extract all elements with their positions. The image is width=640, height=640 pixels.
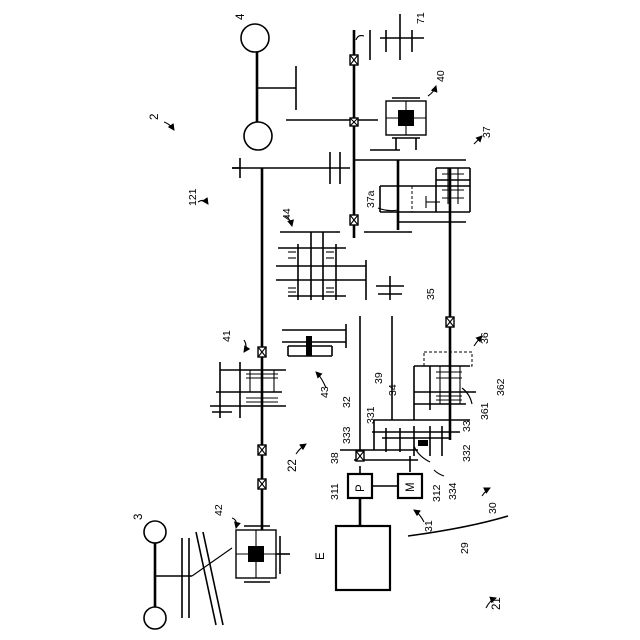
rear-wheel-lower xyxy=(144,607,166,629)
clutch-36 xyxy=(414,352,476,420)
label-35: 35 xyxy=(425,288,437,300)
label-331: 331 xyxy=(365,406,377,424)
label-3: 3 xyxy=(133,514,145,520)
label-34: 34 xyxy=(387,384,399,396)
clutch-37 xyxy=(426,168,470,212)
label-41: 41 xyxy=(221,330,233,342)
label-29: 29 xyxy=(459,542,471,554)
clutch-43 xyxy=(282,324,346,356)
label-37: 37 xyxy=(481,126,493,138)
front-wheel-lower xyxy=(244,122,272,150)
label-42: 42 xyxy=(213,504,225,516)
motor-letter: M xyxy=(405,482,417,492)
label-44: 44 xyxy=(281,208,293,220)
label-121: 121 xyxy=(187,188,199,206)
front-wheel-upper xyxy=(241,24,269,52)
label-21: 21 xyxy=(491,597,503,610)
label-22: 22 xyxy=(287,459,299,472)
rear-wheel-assembly xyxy=(144,521,232,629)
label-32: 32 xyxy=(341,396,353,408)
label-2: 2 xyxy=(149,114,161,120)
label-311: 311 xyxy=(329,483,341,500)
label-362: 362 xyxy=(495,378,507,396)
label-33: 33 xyxy=(461,420,473,432)
label-39: 39 xyxy=(373,372,385,384)
label-31: 31 xyxy=(423,520,435,532)
label-43: 43 xyxy=(319,386,331,398)
pump-letter: P xyxy=(355,484,367,492)
cross-shafts xyxy=(232,120,470,590)
planetary-gear-33 xyxy=(372,426,460,456)
label-4: 4 xyxy=(235,13,247,20)
label-333: 333 xyxy=(341,426,353,444)
label-312: 312 xyxy=(431,484,443,502)
rear-wheel-upper xyxy=(144,521,166,543)
label-36: 36 xyxy=(479,332,491,344)
engine-block xyxy=(336,526,390,590)
label-334: 334 xyxy=(447,482,459,500)
front-wheel-assembly xyxy=(241,24,296,150)
label-40: 40 xyxy=(435,70,447,82)
label-361: 361 xyxy=(479,402,491,420)
rear-differential xyxy=(236,526,290,582)
label-37a: 37a xyxy=(365,190,377,208)
gearbox-44 xyxy=(276,232,404,300)
label-71: 71 xyxy=(415,12,427,24)
front-differential xyxy=(386,98,426,150)
label-332: 332 xyxy=(461,444,473,462)
engine-letter: E xyxy=(315,552,327,560)
label-38: 38 xyxy=(329,452,341,464)
clutch-41 xyxy=(210,362,286,418)
label-30: 30 xyxy=(487,502,499,514)
